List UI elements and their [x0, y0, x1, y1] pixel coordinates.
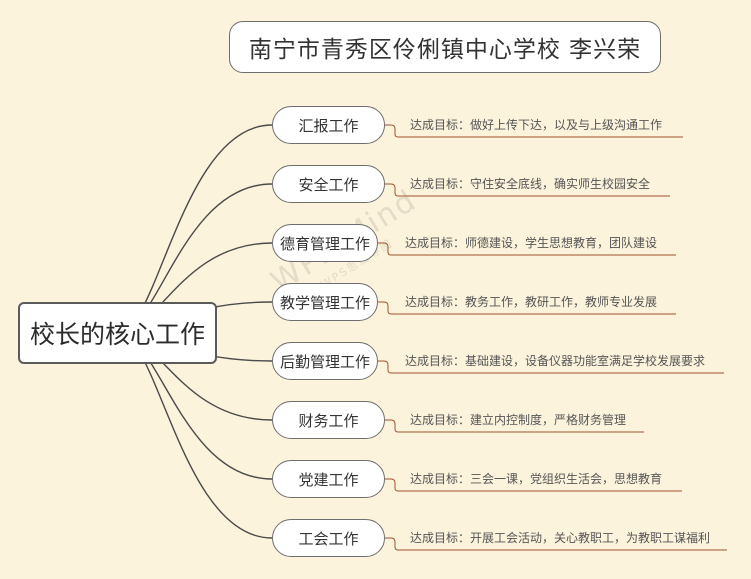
branch-node[interactable]: 教学管理工作: [272, 283, 378, 321]
branch-target-text: 达成目标：三会一课，党组织生活会，思想教育: [410, 472, 663, 486]
target-underline: [378, 242, 676, 256]
branch-target-text: 达成目标：师德建设，学生思想教育，团队建设: [405, 236, 658, 250]
branch-target-text: 达成目标：开展工会活动，关心教职工，为教职工谋福利: [410, 531, 711, 545]
branch-node[interactable]: 党建工作: [272, 460, 385, 498]
branch-node[interactable]: 后勤管理工作: [272, 342, 378, 380]
map-title: 南宁市青秀区伶俐镇中心学校 李兴荣: [229, 21, 661, 73]
branch-node[interactable]: 汇报工作: [272, 106, 385, 144]
target-underline: [385, 419, 644, 433]
target-underline: [378, 301, 676, 315]
branch-target-text: 达成目标：基础建设，设备仪器功能室满足学校发展要求: [405, 354, 706, 368]
target-underline: [385, 537, 727, 551]
target-underline: [378, 360, 724, 374]
target-underline: [385, 183, 670, 197]
target-underline: [385, 124, 683, 138]
branch-target-text: 达成目标：建立内控制度，严格财务管理: [410, 413, 627, 427]
target-underline: [385, 478, 682, 492]
branch-target-text: 达成目标：教务工作，教研工作，教师专业发展: [405, 295, 658, 309]
branch-node[interactable]: 安全工作: [272, 165, 385, 203]
branch-node[interactable]: 德育管理工作: [272, 224, 378, 262]
root-node[interactable]: 校长的核心工作: [18, 302, 217, 364]
branch-target-text: 达成目标：守住安全底线，确实师生校园安全: [410, 177, 651, 191]
branch-node[interactable]: 工会工作: [272, 519, 385, 557]
branch-node[interactable]: 财务工作: [272, 401, 385, 439]
branch-target-text: 达成目标：做好上传下达，以及与上级沟通工作: [410, 118, 663, 132]
